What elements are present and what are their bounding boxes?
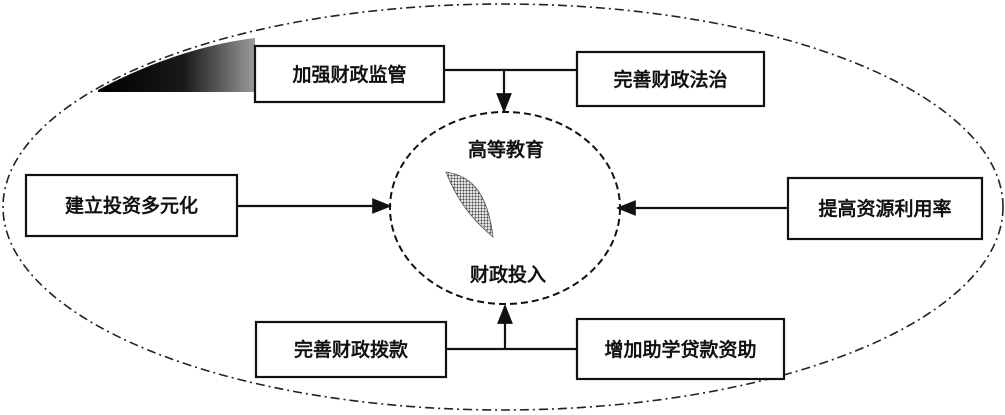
box-improve-resource-utilization: 提高资源利用率 [786,176,984,241]
center-top-label: 高等教育 [468,138,544,161]
box-improve-appropriations: 完善财政拨款 [254,320,448,379]
box-label: 增加助学贷款资助 [604,338,756,361]
outer-ellipse [2,3,1004,411]
box-label: 提高资源利用率 [818,197,951,220]
box-increase-student-loans: 增加助学贷款资助 [575,317,786,381]
shaded-wedge [98,38,255,92]
box-strengthen-supervision: 加强财政监管 [253,44,446,104]
box-label: 建立投资多元化 [65,194,198,217]
center-crescent [445,171,494,238]
center-bottom-label: 财政投入 [470,263,546,286]
box-improve-rule-of-law: 完善财政法治 [575,50,766,108]
box-diversify-investment: 建立投资多元化 [24,173,239,238]
box-label: 完善财政法治 [613,68,727,91]
box-label: 完善财政拨款 [294,338,409,361]
box-label: 加强财政监管 [291,63,406,86]
